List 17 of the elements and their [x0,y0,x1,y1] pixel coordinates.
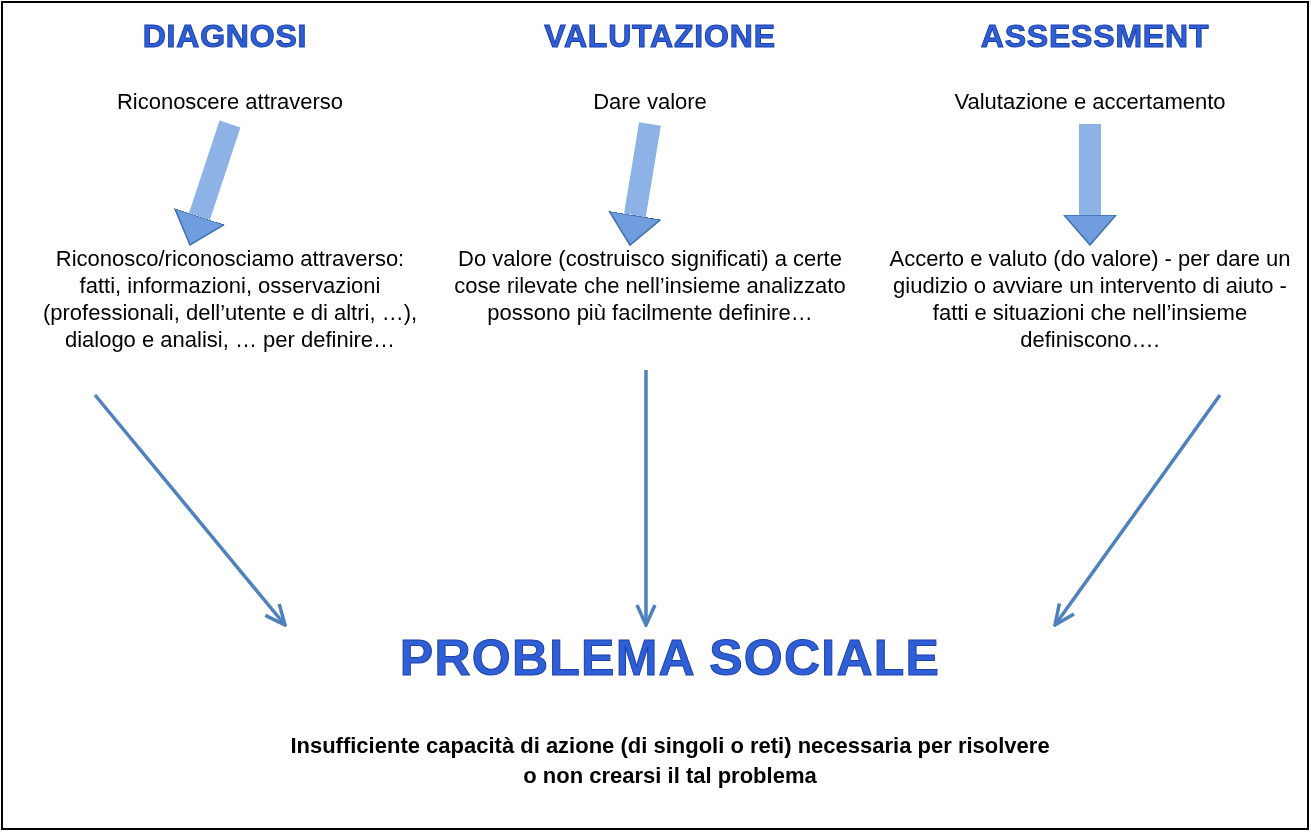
block-arrow [608,122,662,246]
arrow [1053,393,1222,627]
block-arrow [174,120,241,246]
description-text: Do valore (costruisco significati) a certe cose rilevate che nell’insieme analizzato possono più facilmente definire… [453,245,847,326]
description-text: fatti e situazioni che nell’insieme definiscono…. [931,299,1249,353]
arrow [635,370,657,627]
description-text: Riconosco/riconosciamo attraverso: fatti, informazioni, osservazioni (professionali, dell’utente e di altri, …), dialogo e analisi, … per definire… [41,245,419,353]
heading-text: DIAGNOSI [141,17,309,56]
title-text: PROBLEMA SOCIALE [399,633,941,683]
description-text: Dare valore [593,88,707,115]
heading-text: ASSESSMENT [979,17,1211,56]
arrow [93,393,287,627]
block-arrow [1063,124,1117,246]
description-text: Insufficiente capacità di azione (di singoli o reti) necessaria per risolvere o non crearsi il tal problema [290,732,1050,790]
description-text: Riconoscere attraverso [116,88,344,115]
heading-text: VALUTAZIONE [543,17,777,56]
description-text: Valutazione e accertamento [954,88,1226,115]
